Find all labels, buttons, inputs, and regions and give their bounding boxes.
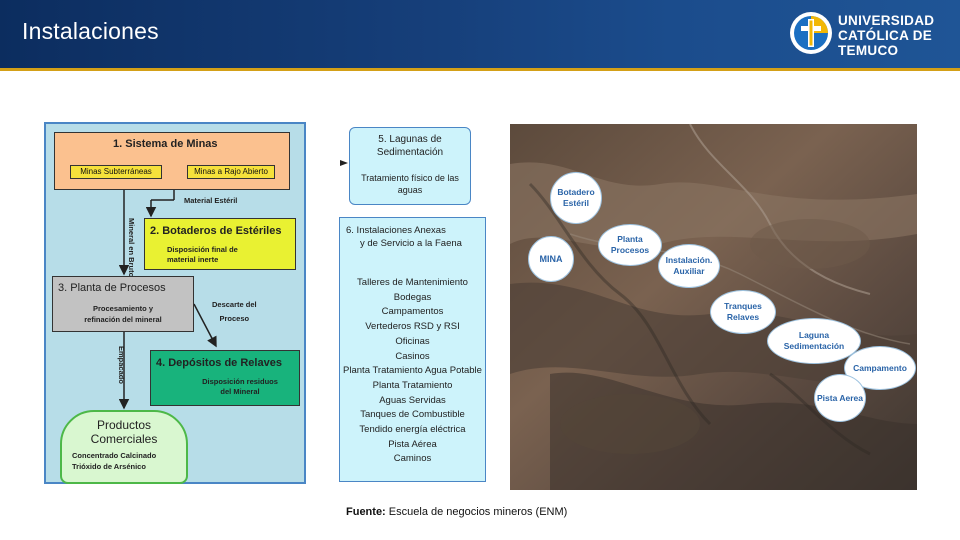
annex-facility-item: Casinos xyxy=(395,350,430,362)
mining-flow-diagram: 1. Sistema de Minas Minas Subterráneas M… xyxy=(44,122,306,484)
sedimentation-ponds-title-line-1: 5. Lagunas de xyxy=(378,134,442,145)
source-text: Escuela de negocios mineros (ENM) xyxy=(388,506,568,518)
annex-facility-item: Planta Tratamiento Agua Potable xyxy=(343,365,482,377)
commercial-products-title-line-1: Productos xyxy=(96,418,152,432)
map-label-tranques: Tranques Relaves xyxy=(710,290,776,334)
logo-line-2: CATÓLICA DE xyxy=(838,28,933,43)
process-plant-box: 3. Planta de Procesos Procesamiento y re… xyxy=(52,276,194,332)
raw-mineral-label: Mineral en Bruto xyxy=(127,218,136,278)
process-discard-line-1: Descarte del xyxy=(212,300,257,309)
tailings-deposits-box: 4. Depósitos de Relaves Disposición resi… xyxy=(150,350,300,406)
annex-facilities-title-line-1: 6. Instalaciones Anexas xyxy=(346,225,446,236)
waste-dumps-desc-line-2: material inerte xyxy=(167,255,219,264)
annex-facilities-title: 6. Instalaciones Anexas y de Servicio a … xyxy=(346,224,462,250)
annex-facility-item: Tendido energía eléctrica xyxy=(359,424,466,436)
annex-facility-item: Aguas Servidas xyxy=(379,394,446,406)
annex-facility-item: Campamentos xyxy=(381,306,444,318)
process-plant-desc: Procesamiento y refinación del mineral xyxy=(73,303,173,325)
annex-facilities-title-line-2: y de Servicio a la Faena xyxy=(360,238,462,249)
tailings-deposits-title: 4. Depósitos de Relaves xyxy=(156,357,282,369)
waste-dumps-box: 2. Botaderos de Estériles Disposición fi… xyxy=(144,218,296,270)
sedimentation-ponds-box: 5. Lagunas de Sedimentación Tratamiento … xyxy=(349,127,471,205)
process-plant-desc-line-2: refinación del mineral xyxy=(84,315,162,324)
map-label-botadero: Botadero Estéril xyxy=(550,172,602,224)
annex-facility-item: Pista Aérea xyxy=(388,438,437,450)
annex-facility-item: Oficinas xyxy=(395,335,430,347)
pointer-arrow-icon xyxy=(340,160,348,166)
satellite-image: Botadero Estéril MINA Planta Procesos In… xyxy=(510,124,917,490)
annex-facility-item: Caminos xyxy=(393,453,432,465)
packed-label: Empacado xyxy=(117,346,126,384)
map-label-instalacion: Instalación. Auxiliar xyxy=(658,244,720,288)
tailings-deposits-desc: Disposición residuos del Mineral xyxy=(195,377,285,397)
commercial-products-title: Productos Comerciales xyxy=(62,418,186,446)
waste-material-label: Material Estéril xyxy=(184,196,238,205)
tailings-deposits-desc-line-2: del Mineral xyxy=(220,387,260,396)
map-label-planta: Planta Procesos xyxy=(598,224,662,266)
commercial-products-desc: Concentrado Calcinado Trióxido de Arséni… xyxy=(72,450,156,472)
waste-dumps-title: 2. Botaderos de Estériles xyxy=(150,225,282,237)
header-accent-line xyxy=(0,68,960,71)
tailings-deposits-desc-line-1: Disposición residuos xyxy=(202,377,278,386)
map-label-laguna: Laguna Sedimentación xyxy=(767,318,861,364)
commercial-products-desc-line-1: Concentrado Calcinado xyxy=(72,451,157,460)
sedimentation-ponds-title: 5. Lagunas de Sedimentación xyxy=(350,133,470,159)
map-label-pista: Pista Aerea xyxy=(814,374,866,422)
university-logo: UNIVERSIDAD CATÓLICA DE TEMUCO xyxy=(788,8,948,62)
commercial-products-desc-line-2: Trióxido de Arsénico xyxy=(72,462,146,471)
annex-facility-item: Planta Tratamiento xyxy=(372,379,453,391)
slide-title: Instalaciones xyxy=(22,18,159,44)
process-plant-title: 3. Planta de Procesos xyxy=(58,282,166,294)
source-caption: Fuente: Escuela de negocios mineros (ENM… xyxy=(346,506,567,518)
logo-line-1: UNIVERSIDAD xyxy=(838,13,935,28)
annex-facility-item: Bodegas xyxy=(393,291,432,303)
process-discard-line-2: Proceso xyxy=(219,314,250,323)
sedimentation-ponds-desc: Tratamiento físico de las aguas xyxy=(350,172,470,196)
sedimentation-ponds-desc-line-1: Tratamiento físico de las xyxy=(361,173,459,183)
logo-emblem-icon xyxy=(790,12,832,54)
mines-system-title: 1. Sistema de Minas xyxy=(113,138,218,150)
annex-facility-item: Vertederos RSD y RSI xyxy=(365,321,460,333)
map-label-campamento: Campamento xyxy=(844,346,916,390)
underground-mines-label: Minas Subterráneas xyxy=(70,165,162,179)
sedimentation-ponds-title-line-2: Sedimentación xyxy=(376,147,444,158)
commercial-products-box: Productos Comerciales Concentrado Calcin… xyxy=(60,410,188,484)
sedimentation-ponds-desc-line-2: aguas xyxy=(397,185,423,195)
commercial-products-title-line-2: Comerciales xyxy=(90,432,158,446)
mines-system-box: 1. Sistema de Minas Minas Subterráneas M… xyxy=(54,132,290,190)
waste-dumps-desc: Disposición final de material inerte xyxy=(167,245,238,265)
waste-dumps-desc-line-1: Disposición final de xyxy=(167,245,238,254)
flow-arrows xyxy=(118,190,217,410)
process-plant-desc-line-1: Procesamiento y xyxy=(92,304,154,313)
annex-facilities-box: 6. Instalaciones Anexas y de Servicio a … xyxy=(339,217,486,482)
logo-line-3: TEMUCO xyxy=(838,43,899,58)
map-label-mina: MINA xyxy=(528,236,574,282)
source-label: Fuente: xyxy=(346,506,386,518)
logo-text: UNIVERSIDAD CATÓLICA DE TEMUCO xyxy=(838,13,934,58)
open-pit-mines-label: Minas a Rajo Abierto xyxy=(187,165,275,179)
annex-facility-item: Tanques de Combustible xyxy=(360,409,465,421)
process-discard-label: Descarte del Proceso xyxy=(212,300,257,323)
annex-facility-item: Talleres de Mantenimiento xyxy=(357,277,468,288)
